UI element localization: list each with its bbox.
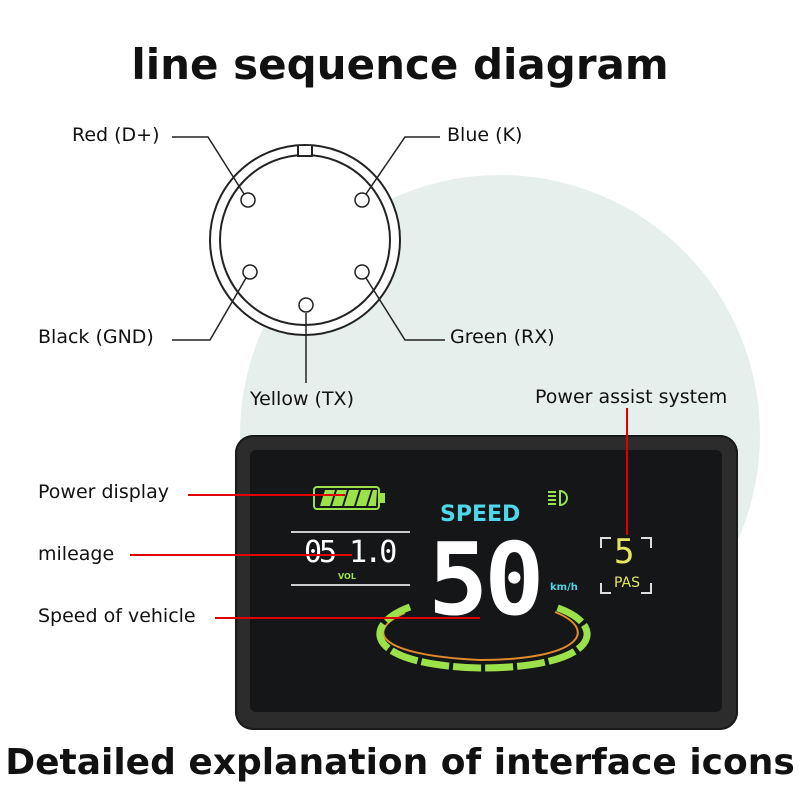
connector-outer-ring	[209, 144, 401, 336]
label-blue-pin: Blue (K)	[447, 124, 523, 146]
odometer-unit: VOL	[338, 572, 356, 581]
pas-level: 5	[614, 532, 635, 572]
leader-blue	[365, 136, 440, 195]
label-yellow-pin: Yellow (TX)	[250, 388, 354, 410]
pin-blue	[354, 192, 370, 208]
label-black-pin: Black (GND)	[38, 326, 154, 348]
connector-notch	[297, 146, 313, 157]
pin-red	[240, 192, 256, 208]
leader-green	[365, 277, 445, 341]
speed-unit: km/h	[550, 582, 578, 593]
pas-label: PAS	[614, 575, 641, 591]
pin-yellow	[298, 297, 314, 313]
pin-black	[242, 264, 258, 280]
leader-black	[172, 277, 247, 341]
footer-title: Detailed explanation of interface icons	[5, 742, 795, 783]
callout-speed: Speed of vehicle	[38, 605, 196, 627]
pas-frame	[600, 537, 652, 594]
pin-green	[354, 264, 370, 280]
callout-power-display: Power display	[38, 481, 169, 503]
page-title: line sequence diagram	[131, 40, 669, 89]
callout-mileage: mileage	[38, 543, 115, 565]
callout-pas: Power assist system	[535, 386, 728, 408]
label-green-pin: Green (RX)	[450, 326, 555, 348]
leader-red	[172, 136, 245, 195]
speed-arc-green	[376, 603, 591, 672]
odometer-value: 05 1.0	[304, 535, 397, 570]
headlight-icon	[548, 489, 568, 507]
speed-value: 50	[428, 521, 544, 638]
label-red-pin: Red (D+)	[72, 124, 160, 146]
speed-label: SPEED	[440, 502, 521, 527]
